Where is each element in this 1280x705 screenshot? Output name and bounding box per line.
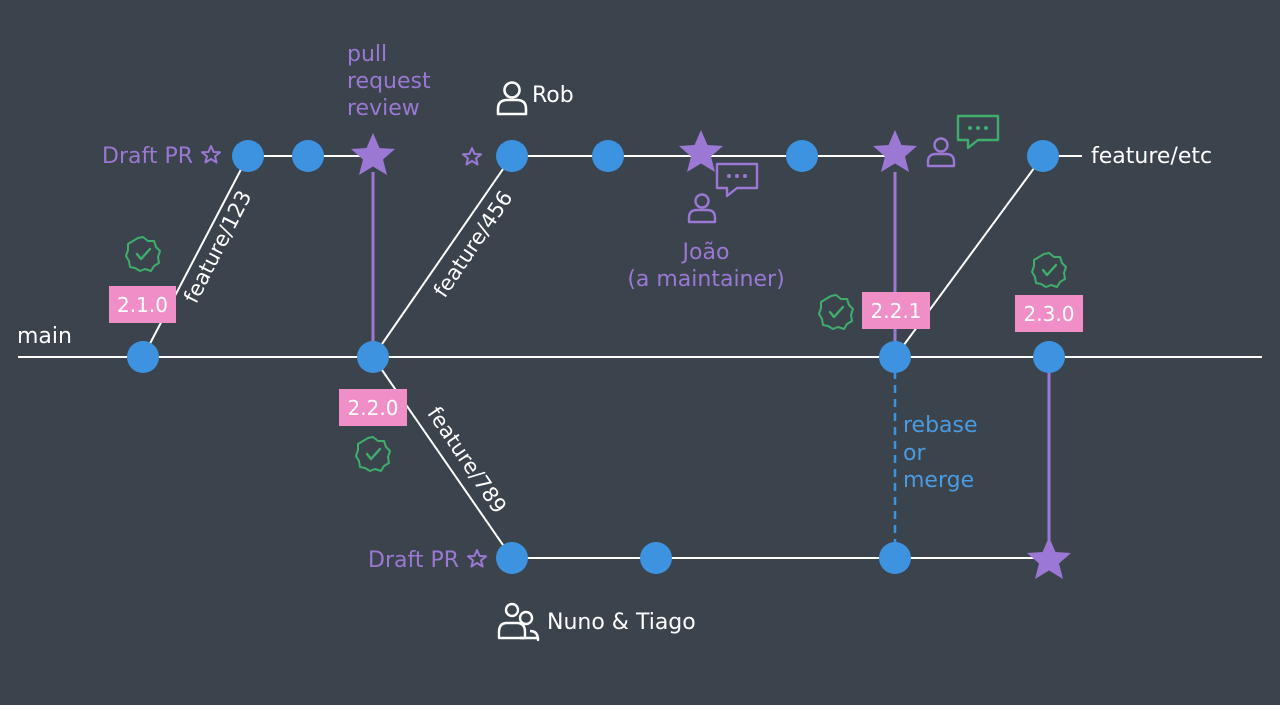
pr-review-label: pull request review bbox=[347, 42, 431, 121]
main-label: main bbox=[17, 324, 72, 349]
rebase-label: rebase or merge bbox=[903, 413, 978, 493]
people-icon bbox=[497, 602, 540, 642]
svg-text:or: or bbox=[903, 441, 926, 466]
branch-label: feature/456 bbox=[429, 186, 518, 301]
version-tag: 2.3.0 bbox=[1015, 295, 1083, 332]
commit-node[interactable] bbox=[496, 542, 528, 574]
branch-789-line bbox=[372, 356, 513, 559]
check-badge-icon bbox=[1030, 251, 1068, 289]
person-icon bbox=[926, 137, 956, 168]
chat-bubble-icon bbox=[715, 162, 759, 198]
commit-node[interactable] bbox=[127, 341, 159, 373]
star-outline-icon bbox=[467, 549, 487, 568]
svg-text:2.3.0: 2.3.0 bbox=[1024, 302, 1075, 326]
nuno-tiago-label: Nuno & Tiago bbox=[547, 610, 696, 635]
commit-node[interactable] bbox=[1027, 140, 1059, 172]
commit-node[interactable] bbox=[640, 542, 672, 574]
person-icon bbox=[496, 81, 528, 116]
svg-text:review: review bbox=[347, 96, 420, 121]
chat-bubble-icon bbox=[956, 114, 1000, 150]
draft-pr-label: Draft PR bbox=[368, 548, 459, 573]
check-badge-icon bbox=[817, 293, 855, 331]
commit-node[interactable] bbox=[879, 542, 911, 574]
check-badge-icon bbox=[124, 235, 162, 273]
svg-text:2.2.0: 2.2.0 bbox=[348, 396, 399, 420]
version-tag: 2.2.1 bbox=[862, 292, 930, 329]
svg-text:2.1.0: 2.1.0 bbox=[117, 293, 168, 317]
commit-node[interactable] bbox=[786, 140, 818, 172]
star-outline-icon bbox=[201, 145, 221, 164]
commit-node[interactable] bbox=[879, 341, 911, 373]
commit-node[interactable] bbox=[592, 140, 624, 172]
star-icon bbox=[351, 133, 395, 175]
commit-node[interactable] bbox=[292, 140, 324, 172]
commit-node[interactable] bbox=[1033, 341, 1065, 373]
svg-text:request: request bbox=[347, 69, 431, 94]
svg-text:rebase: rebase bbox=[903, 413, 978, 438]
star-outline-icon bbox=[462, 147, 482, 166]
star-icon bbox=[873, 130, 917, 172]
draft-pr-label: Draft PR bbox=[102, 144, 193, 169]
svg-text:2.2.1: 2.2.1 bbox=[871, 299, 922, 323]
branch-label: feature/123 bbox=[179, 187, 256, 307]
commit-node[interactable] bbox=[232, 140, 264, 172]
version-tag: 2.1.0 bbox=[109, 286, 176, 323]
branch-456-line bbox=[372, 155, 513, 358]
version-tag: 2.2.0 bbox=[339, 389, 407, 426]
joao-label: João (a maintainer) bbox=[627, 240, 784, 292]
svg-text:João: João bbox=[681, 240, 730, 265]
feature-etc-label: feature/etc bbox=[1091, 144, 1212, 169]
person-icon bbox=[687, 193, 717, 224]
commit-node[interactable] bbox=[496, 140, 528, 172]
check-badge-icon bbox=[354, 435, 392, 473]
rob-label: Rob bbox=[532, 83, 574, 108]
branch-label: feature/789 bbox=[422, 402, 511, 517]
commit-node[interactable] bbox=[357, 341, 389, 373]
svg-text:(a maintainer): (a maintainer) bbox=[627, 267, 784, 292]
svg-text:pull: pull bbox=[347, 42, 387, 67]
star-icon bbox=[1027, 537, 1071, 579]
branch-123-line bbox=[142, 155, 249, 358]
svg-text:merge: merge bbox=[903, 468, 974, 493]
